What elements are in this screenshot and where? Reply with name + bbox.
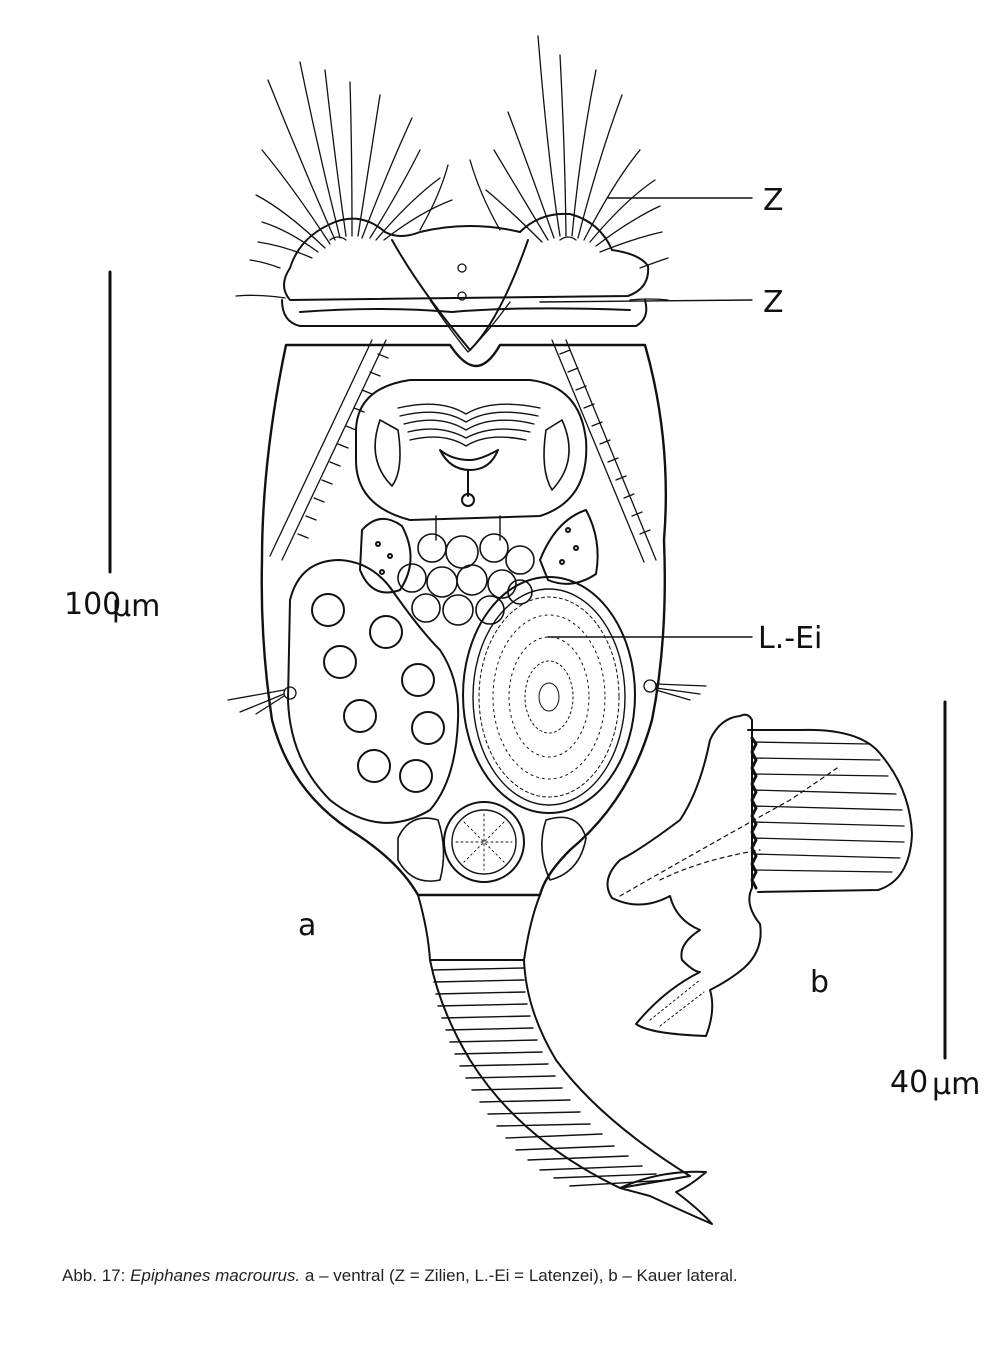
scale-bar-100-unit: µm — [112, 589, 160, 624]
scale-bar-40-unit: µm — [932, 1067, 980, 1102]
corona-cilia — [235, 35, 669, 301]
caption-prefix: Abb. 17: — [62, 1266, 126, 1285]
caption-species: Epiphanes macrourus. — [130, 1266, 301, 1285]
foot — [417, 894, 713, 1225]
latent-egg — [462, 576, 636, 814]
panel-label-a: a — [298, 908, 316, 943]
mastax-lateral — [606, 713, 913, 1037]
lateral-antenna-right — [643, 679, 707, 701]
scale-bar-40-value: 40 — [890, 1065, 928, 1100]
body-outline — [260, 343, 667, 897]
figure-caption: Abb. 17: Epiphanes macrourus. a – ventra… — [62, 1266, 962, 1286]
muscle-band-left — [269, 339, 389, 561]
stomach — [397, 533, 535, 626]
posterior-glands — [397, 816, 587, 882]
caption-text: a – ventral (Z = Zilien, L.-Ei = Latenze… — [304, 1266, 738, 1285]
gastric-glands — [359, 509, 599, 594]
label-z-mid: Z — [763, 285, 784, 320]
lateral-antenna-left — [227, 686, 297, 715]
corona-head — [281, 212, 650, 353]
label-latent-egg: L.-Ei — [758, 621, 822, 656]
muscle-band-right — [551, 339, 657, 563]
mastax — [355, 379, 588, 541]
label-z-top: Z — [763, 183, 784, 218]
scale-bar-100-value: 100 — [64, 587, 121, 622]
contractile-vacuole — [443, 801, 525, 883]
leader-lines — [539, 197, 753, 638]
panel-label-b: b — [810, 965, 829, 1000]
ovary — [287, 559, 460, 824]
